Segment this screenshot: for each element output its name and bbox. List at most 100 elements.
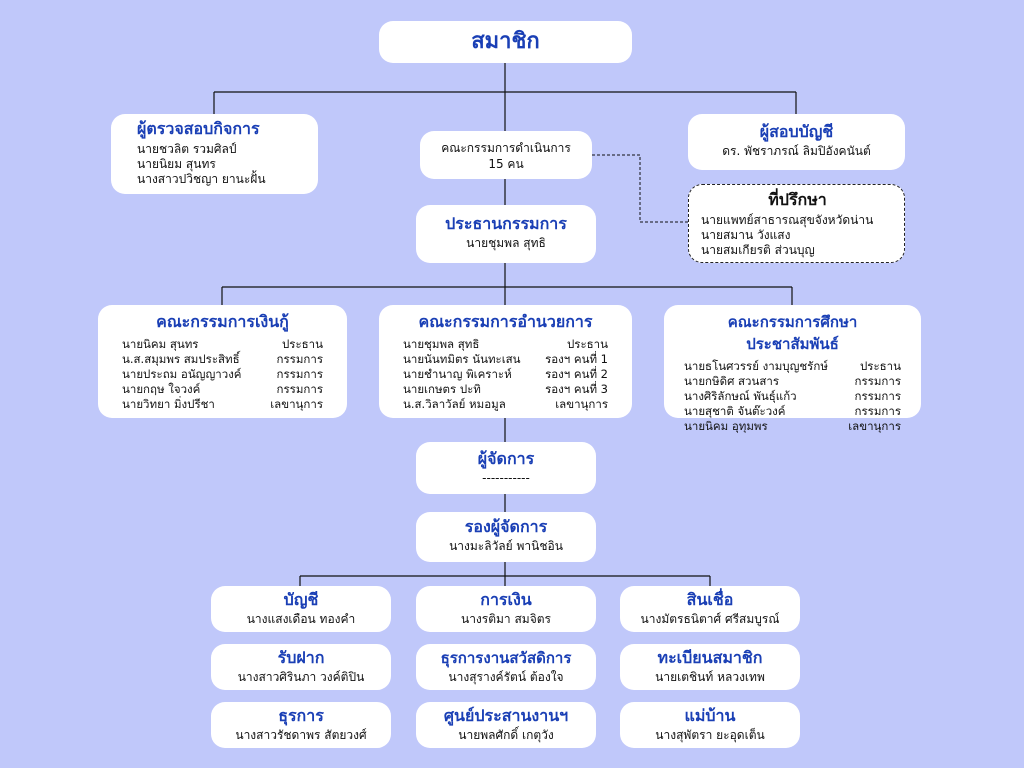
committee-row: น.ส.สมุมพร สมประสิทธิ์ กรรมการ <box>122 352 323 367</box>
member-name: นายชำนาญ พิเคราะห์ <box>403 367 512 381</box>
member-name: นายวิทยา มิ่งปรีชา <box>122 397 215 411</box>
member-box: สมาชิก <box>379 21 632 63</box>
manager-title: ผู้จัดการ <box>477 449 535 468</box>
advisor-title: ที่ปรึกษา <box>768 190 827 209</box>
admin-committee-box: คณะกรรมการอำนวยการ นายชุมพล สุทธิประธาน … <box>379 305 632 418</box>
dept-title: สินเชื่อ <box>686 590 734 609</box>
committee-row: นายวิทยา มิ่งปรีชา เลขานุการ <box>122 397 323 412</box>
member-name: นายนันทมิตร นันทะเสน <box>403 352 521 366</box>
committee-row: นางศิริลักษณ์ พันธุ์แก้ว กรรมการ <box>684 389 901 404</box>
member-role: กรรมการ <box>854 374 902 388</box>
member-role: ประธาน <box>860 359 901 373</box>
auditor-name: ดร. พัชราภรณ์ ลิมปิอังคนันต์ <box>722 144 871 158</box>
dept-staff-name: นางแสงเดือน ทองคำ <box>246 612 356 626</box>
manager-box: ผู้จัดการ ----------- <box>416 442 596 494</box>
member-name: นายกฤษ ใจวงค์ <box>122 382 201 396</box>
member-role: กรรมการ <box>276 367 324 381</box>
committee-row: นายนิคม อุทุมพร เลขานุการ <box>684 419 901 434</box>
education-committee-title: คณะกรรมการศึกษาประชาสัมพันธ์ <box>727 313 858 353</box>
committee-row: นายชุมพล สุทธิ ประธาน <box>403 337 608 352</box>
advisor-name: นายสมาน วังแสง <box>701 228 791 242</box>
deputy-manager-box: รองผู้จัดการ นางมะลิวัลย์ พานิชอิน <box>416 512 596 562</box>
deputy-manager-name: นางมะลิวัลย์ พานิชอิน <box>449 539 563 553</box>
member-title: สมาชิก <box>471 29 540 54</box>
dept-title: บัญชี <box>283 590 319 609</box>
member-role: เลขานุการ <box>555 397 608 411</box>
committee-row: นายนิคม สุนทร ประธาน <box>122 337 323 352</box>
loan-committee-box: คณะกรรมการเงินกู้ นายนิคม สุนทร ประธาน น.… <box>98 305 347 418</box>
committee-row: นายเกษตร ปะทิ รองฯ คนที่ 3 <box>403 382 608 397</box>
dept-title: ศูนย์ประสานงานฯ <box>443 706 569 725</box>
committee-row: น.ส.วิลาวัลย์ หมอมูล เลขานุการ <box>403 397 608 412</box>
dept-title: แม่บ้าน <box>684 706 736 725</box>
committee-row: นายกฤษ ใจวงค์ กรรมการ <box>122 382 323 397</box>
dept-accounting-box: บัญชี นางแสงเดือน ทองคำ <box>211 586 391 632</box>
committee-row: นายสุชาติ จันต๊ะวงค์ กรรมการ <box>684 404 901 419</box>
dept-staff-name: นางรติมา สมจิตร <box>460 612 551 626</box>
loan-committee-title: คณะกรรมการเงินกู้ <box>156 312 289 331</box>
dept-staff-name: นางมัตรธนิตาศ์ ศรีสมบูรณ์ <box>640 612 780 626</box>
dept-staff-name: นายพลศักดิ์ เกตุวัง <box>458 728 554 742</box>
inspector-box: ผู้ตรวจสอบกิจการ นายชวลิต รวมศิลป์ นายนิ… <box>111 114 318 194</box>
member-role: กรรมการ <box>276 382 324 396</box>
dept-title: การเงิน <box>480 590 532 609</box>
dept-staff-name: นางสุพัตรา ยะอุดเต็น <box>655 728 765 742</box>
committee-row: นายประถม อนัญญาวงค์ กรรมการ <box>122 367 323 382</box>
inspector-name: นายนิยม สุนทร <box>137 157 216 171</box>
dept-deposit-box: รับฝาก นางสาวศิรินภา วงค์ติปิน <box>211 644 391 690</box>
member-name: นายกษิดิศ สวนสาร <box>684 374 780 388</box>
advisor-name: นายสมเกียรติ ส่วนบุญ <box>701 243 815 257</box>
dept-coordination-box: ศูนย์ประสานงานฯ นายพลศักดิ์ เกตุวัง <box>416 702 596 748</box>
committee-row: นายนันทมิตร นันทะเสนรองฯ คนที่ 1 <box>403 352 608 367</box>
chairman-title: ประธานกรรมการ <box>445 214 567 233</box>
member-name: นายประถม อนัญญาวงค์ <box>122 367 242 381</box>
chairman-name: นายชุมพล สุทธิ <box>466 236 546 250</box>
member-name: นายเกษตร ปะทิ <box>403 382 481 396</box>
dept-staff-name: นางสาวศิรินภา วงค์ติปิน <box>237 670 365 684</box>
auditor-box: ผู้สอบบัญชี ดร. พัชราภรณ์ ลิมปิอังคนันต์ <box>688 114 905 170</box>
member-role: เลขานุการ <box>270 397 323 411</box>
member-name: น.ส.วิลาวัลย์ หมอมูล <box>403 397 506 411</box>
dept-staff-name: นางสุรางค์รัตน์ ต้องใจ <box>448 670 564 684</box>
dept-finance-box: การเงิน นางรติมา สมจิตร <box>416 586 596 632</box>
dept-housekeeper-box: แม่บ้าน นางสุพัตรา ยะอุดเต็น <box>620 702 800 748</box>
auditor-title: ผู้สอบบัญชี <box>759 122 834 141</box>
committee-row: นายธโนศวรรย์ งามบุญชรักษ์ ประธาน <box>684 359 901 374</box>
dept-title: ทะเบียนสมาชิก <box>657 648 763 667</box>
executive-committee-box: คณะกรรมการดำเนินการ 15 คน <box>420 131 592 179</box>
committee-row: นายชำนาญ พิเคราะห์ รองฯ คนที่ 2 <box>403 367 608 382</box>
executive-committee-label: คณะกรรมการดำเนินการ <box>441 141 571 155</box>
inspector-title: ผู้ตรวจสอบกิจการ <box>137 119 260 138</box>
member-name: น.ส.สมุมพร สมประสิทธิ์ <box>122 352 240 366</box>
dept-title: ธุรการ <box>278 706 324 725</box>
member-role: เลขานุการ <box>848 419 901 433</box>
dept-staff-name: นางสาวรัชดาพร สัตยวงศ์ <box>235 728 367 742</box>
member-role: ประธาน <box>282 337 323 351</box>
member-role: ประธาน <box>567 337 608 351</box>
member-role: รองฯ คนที่ 2 <box>545 367 608 381</box>
advisor-box: ที่ปรึกษา นายแพทย์สาธารณสุขจังหวัดน่าน น… <box>688 184 905 263</box>
dept-registry-box: ทะเบียนสมาชิก นายเตชินท์ หลวงเทพ <box>620 644 800 690</box>
member-name: นายธโนศวรรย์ งามบุญชรักษ์ <box>684 359 828 373</box>
dept-title: ธุรการงานสวัสดิการ <box>440 649 572 667</box>
member-name: นายชุมพล สุทธิ <box>403 337 480 351</box>
dept-credit-box: สินเชื่อ นางมัตรธนิตาศ์ ศรีสมบูรณ์ <box>620 586 800 632</box>
inspector-name: นางสาวปวิชญา ยานะฝั้น <box>137 172 266 186</box>
dept-title: รับฝาก <box>277 648 325 667</box>
member-name: นายนิคม สุนทร <box>122 337 199 351</box>
chairman-box: ประธานกรรมการ นายชุมพล สุทธิ <box>416 205 596 263</box>
member-role: กรรมการ <box>854 389 902 403</box>
member-name: นายสุชาติ จันต๊ะวงค์ <box>684 404 786 418</box>
admin-committee-title: คณะกรรมการอำนวยการ <box>418 312 593 331</box>
inspector-name: นายชวลิต รวมศิลป์ <box>137 142 237 156</box>
member-role: กรรมการ <box>854 404 902 418</box>
manager-name: ----------- <box>482 471 530 485</box>
member-role: รองฯ คนที่ 3 <box>545 382 608 396</box>
member-name: นายนิคม อุทุมพร <box>684 419 768 433</box>
dept-staff-name: นายเตชินท์ หลวงเทพ <box>655 670 765 684</box>
dept-welfare-box: ธุรการงานสวัสดิการ นางสุรางค์รัตน์ ต้องใ… <box>416 644 596 690</box>
member-name: นางศิริลักษณ์ พันธุ์แก้ว <box>684 389 797 403</box>
deputy-manager-title: รองผู้จัดการ <box>464 517 548 536</box>
member-role: กรรมการ <box>276 352 324 366</box>
committee-row: นายกษิดิศ สวนสาร กรรมการ <box>684 374 901 389</box>
